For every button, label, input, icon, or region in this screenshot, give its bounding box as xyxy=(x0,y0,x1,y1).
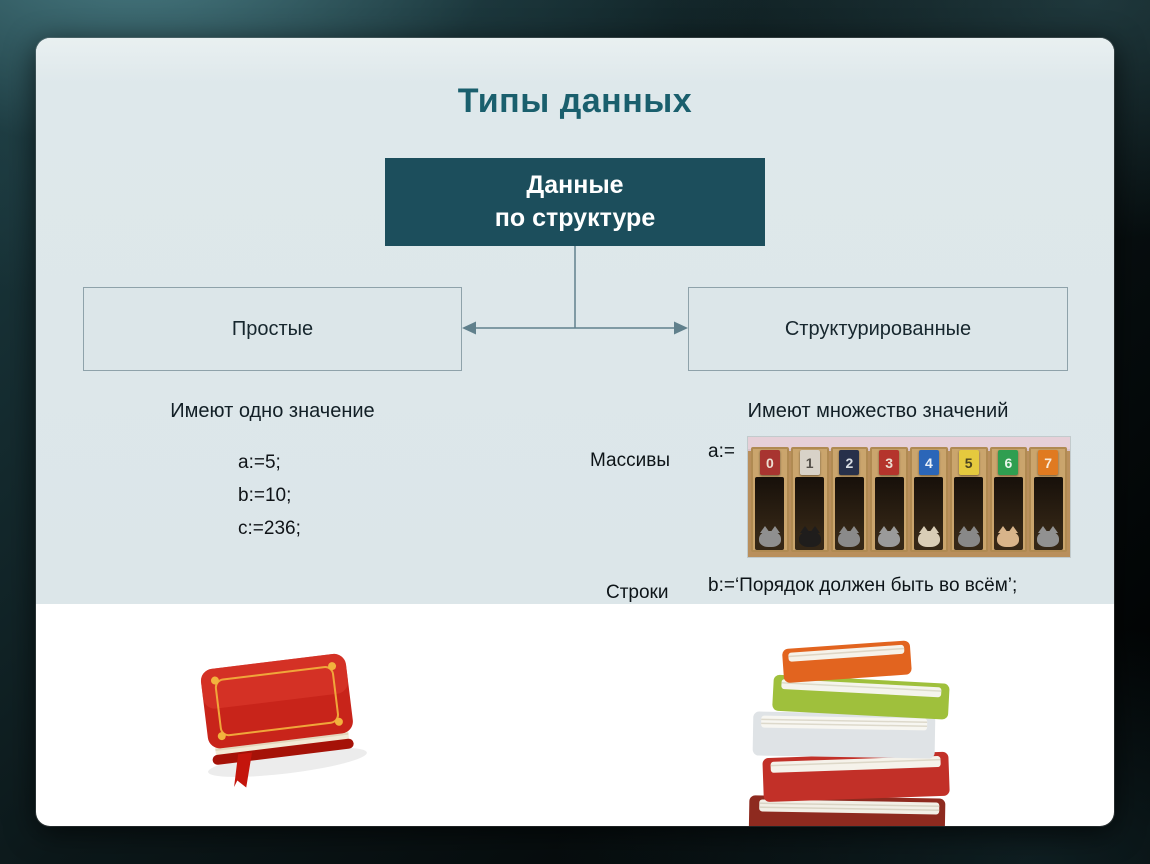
simple-examples: a:=5; b:=10; c:=236; xyxy=(238,446,301,545)
slide-title: Типы данных xyxy=(457,82,693,120)
slide: Типы данных Данные по структуре Простые … xyxy=(36,38,1114,826)
arrowhead-left-icon xyxy=(462,321,476,335)
array-box: 7 xyxy=(1029,447,1067,552)
box-opening xyxy=(874,477,904,550)
cat-icon xyxy=(997,526,1020,547)
strings-assignment: b:=‘Порядок должен быть во всём’; xyxy=(708,575,1018,596)
box-opening xyxy=(993,477,1023,550)
red-book-icon xyxy=(200,653,367,788)
array-box: 4 xyxy=(910,447,948,552)
array-box: 5 xyxy=(949,447,988,552)
slide-content-panel: Типы данных Данные по структуре Простые … xyxy=(36,38,1114,604)
arrowhead-right-icon xyxy=(674,321,688,335)
node-structured-label: Структурированные xyxy=(784,317,972,340)
array-index-tag: 0 xyxy=(759,450,780,475)
array-box: 1 xyxy=(790,447,829,552)
example-line: b:=10; xyxy=(238,485,292,506)
structured-heading: Имеют множество значений xyxy=(747,400,1009,422)
cat-icon xyxy=(758,526,781,547)
box-opening xyxy=(755,477,785,550)
box-opening xyxy=(795,477,825,550)
arrays-assignment: a:= xyxy=(708,441,735,462)
box-opening xyxy=(954,477,984,550)
box-opening xyxy=(1033,477,1063,550)
strings-label: Строки xyxy=(606,582,669,603)
array-box: 0 xyxy=(751,447,789,552)
array-index-tag: 2 xyxy=(839,450,860,475)
array-index-tag: 3 xyxy=(879,450,900,475)
array-cats-image: 0 1 2 3 4 xyxy=(748,437,1070,557)
array-box: 3 xyxy=(870,447,908,552)
red-book-image xyxy=(182,633,377,791)
root-node-line2: по структуре xyxy=(494,204,656,232)
arrays-label: Массивы xyxy=(590,450,670,471)
books-stack-image xyxy=(743,633,962,826)
root-node-data-by-structure: Данные по структуре xyxy=(385,158,765,246)
box-opening xyxy=(914,477,944,550)
box-opening xyxy=(834,477,864,550)
array-index-tag: 1 xyxy=(799,450,820,475)
array-index-tag: 6 xyxy=(998,450,1019,475)
cat-icon xyxy=(917,526,940,547)
array-box: 2 xyxy=(830,447,869,552)
node-structured: Структурированные xyxy=(688,287,1068,371)
example-line: c:=236; xyxy=(238,518,301,539)
root-node-line1: Данные xyxy=(526,171,624,199)
books-stack-icon xyxy=(748,640,950,826)
node-simple-label: Простые xyxy=(231,317,314,340)
array-index-tag: 4 xyxy=(918,450,939,475)
array-index-tag: 7 xyxy=(1038,450,1059,475)
cat-icon xyxy=(838,526,861,547)
simple-heading: Имеют одно значение xyxy=(170,400,375,422)
node-simple: Простые xyxy=(83,287,462,371)
cat-icon xyxy=(878,526,901,547)
cat-icon xyxy=(957,526,980,547)
array-index-tag: 5 xyxy=(958,450,979,475)
array-box: 6 xyxy=(989,447,1028,552)
example-line: a:=5; xyxy=(238,452,281,473)
cat-icon xyxy=(1037,526,1060,547)
cat-icon xyxy=(798,526,821,547)
